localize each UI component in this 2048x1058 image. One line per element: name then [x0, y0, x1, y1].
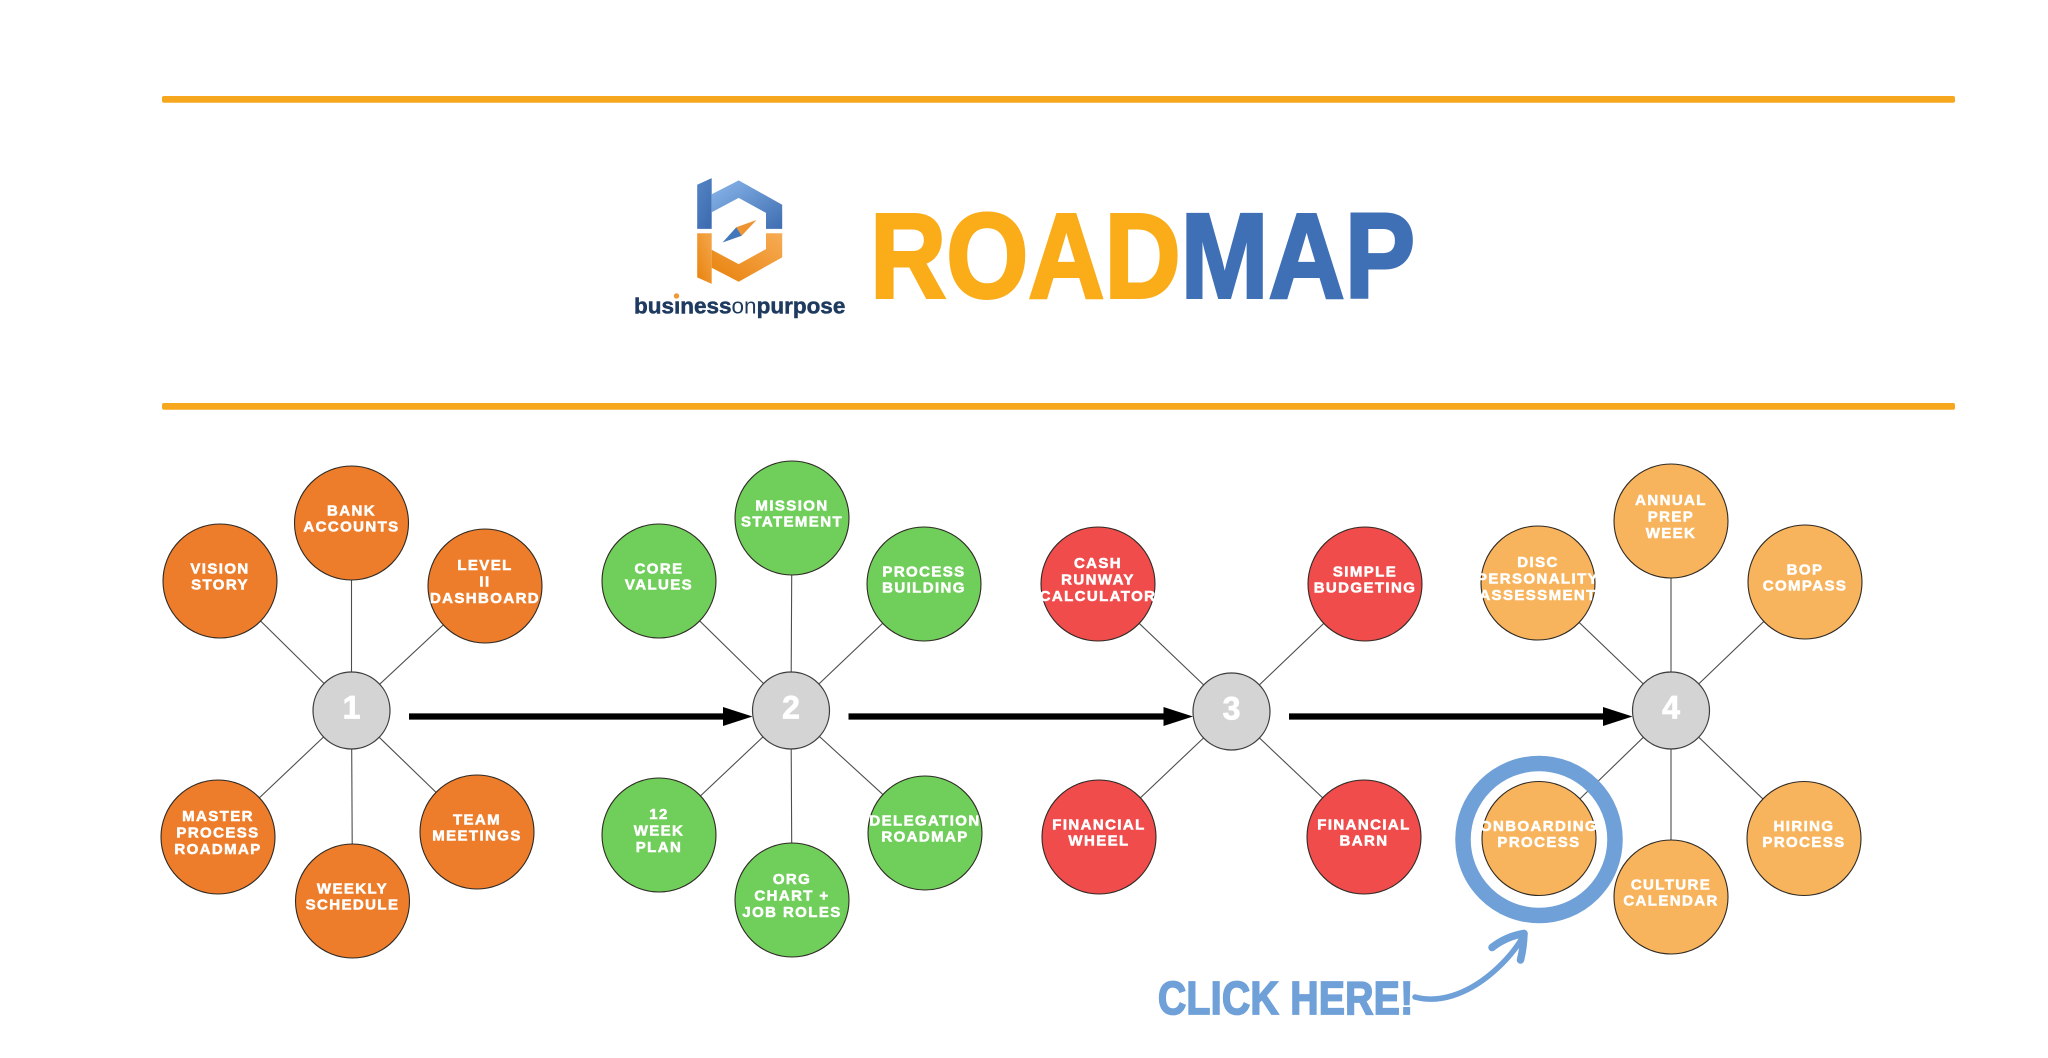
svg-text:PROCESS: PROCESS	[176, 825, 259, 842]
svg-text:RUNWAY: RUNWAY	[1061, 572, 1135, 589]
svg-text:JOB ROLES: JOB ROLES	[742, 904, 841, 921]
svg-text:STATEMENT: STATEMENT	[741, 514, 843, 531]
svg-text:3: 3	[1223, 691, 1241, 727]
svg-text:MASTER: MASTER	[182, 808, 254, 825]
svg-text:PROCESS: PROCESS	[882, 563, 965, 580]
svg-text:2: 2	[782, 690, 800, 726]
svg-text:PROCESS: PROCESS	[1497, 834, 1580, 851]
svg-text:ROADMAP: ROADMAP	[870, 189, 1415, 324]
svg-text:DISC: DISC	[1517, 554, 1558, 571]
svg-text:VISION: VISION	[190, 560, 249, 577]
svg-text:ASSESSMENT: ASSESSMENT	[1479, 587, 1596, 604]
svg-text:BARN: BARN	[1340, 833, 1389, 850]
svg-text:busınessonpurpose: busınessonpurpose	[634, 294, 845, 319]
svg-text:FINANCIAL: FINANCIAL	[1052, 816, 1145, 833]
svg-text:ROADMAP: ROADMAP	[881, 829, 968, 846]
svg-text:WEEK: WEEK	[634, 823, 685, 840]
svg-text:CASH: CASH	[1074, 555, 1122, 572]
svg-text:PROCESS: PROCESS	[1762, 834, 1845, 851]
svg-text:VALUES: VALUES	[625, 577, 693, 594]
svg-text:STORY: STORY	[191, 577, 249, 594]
svg-text:BANK: BANK	[327, 502, 376, 519]
svg-text:CHART +: CHART +	[754, 888, 829, 905]
svg-text:PREP: PREP	[1648, 509, 1694, 526]
svg-text:BUDGETING: BUDGETING	[1314, 580, 1417, 597]
svg-text:MEETINGS: MEETINGS	[432, 828, 522, 845]
svg-text:CLICK HERE!: CLICK HERE!	[1158, 973, 1414, 1025]
svg-text:TEAM: TEAM	[453, 811, 501, 828]
svg-text:CALENDAR: CALENDAR	[1623, 893, 1718, 910]
svg-text:WEEK: WEEK	[1646, 525, 1697, 542]
svg-text:WHEEL: WHEEL	[1068, 833, 1129, 850]
svg-text:LEVEL: LEVEL	[457, 557, 512, 574]
svg-text:CULTURE: CULTURE	[1631, 876, 1711, 893]
svg-text:PLAN: PLAN	[636, 839, 682, 856]
svg-text:DELEGATION: DELEGATION	[869, 812, 980, 829]
svg-text:BUILDING: BUILDING	[882, 580, 966, 597]
svg-text:BOP: BOP	[1787, 561, 1824, 578]
svg-text:COMPASS: COMPASS	[1763, 578, 1848, 595]
svg-text:12: 12	[649, 806, 669, 823]
svg-text:SIMPLE: SIMPLE	[1333, 563, 1397, 580]
svg-text:II: II	[479, 574, 490, 591]
svg-text:FINANCIAL: FINANCIAL	[1317, 816, 1410, 833]
svg-text:PERSONALITY: PERSONALITY	[1477, 571, 1599, 588]
svg-text:CALCULATOR: CALCULATOR	[1040, 588, 1157, 605]
svg-text:ONBOARDING: ONBOARDING	[1480, 818, 1598, 835]
svg-text:WEEKLY: WEEKLY	[317, 880, 388, 897]
svg-text:ORG: ORG	[773, 871, 811, 888]
svg-text:1: 1	[343, 690, 361, 726]
svg-text:HIRING: HIRING	[1774, 818, 1835, 835]
svg-text:ROADMAP: ROADMAP	[174, 841, 261, 858]
svg-text:MISSION: MISSION	[755, 497, 828, 514]
svg-text:ACCOUNTS: ACCOUNTS	[303, 519, 399, 536]
svg-text:SCHEDULE: SCHEDULE	[306, 897, 400, 914]
svg-text:DASHBOARD: DASHBOARD	[430, 590, 540, 607]
svg-text:CORE: CORE	[635, 560, 684, 577]
svg-text:ANNUAL: ANNUAL	[1635, 492, 1707, 509]
svg-text:4: 4	[1662, 690, 1680, 726]
